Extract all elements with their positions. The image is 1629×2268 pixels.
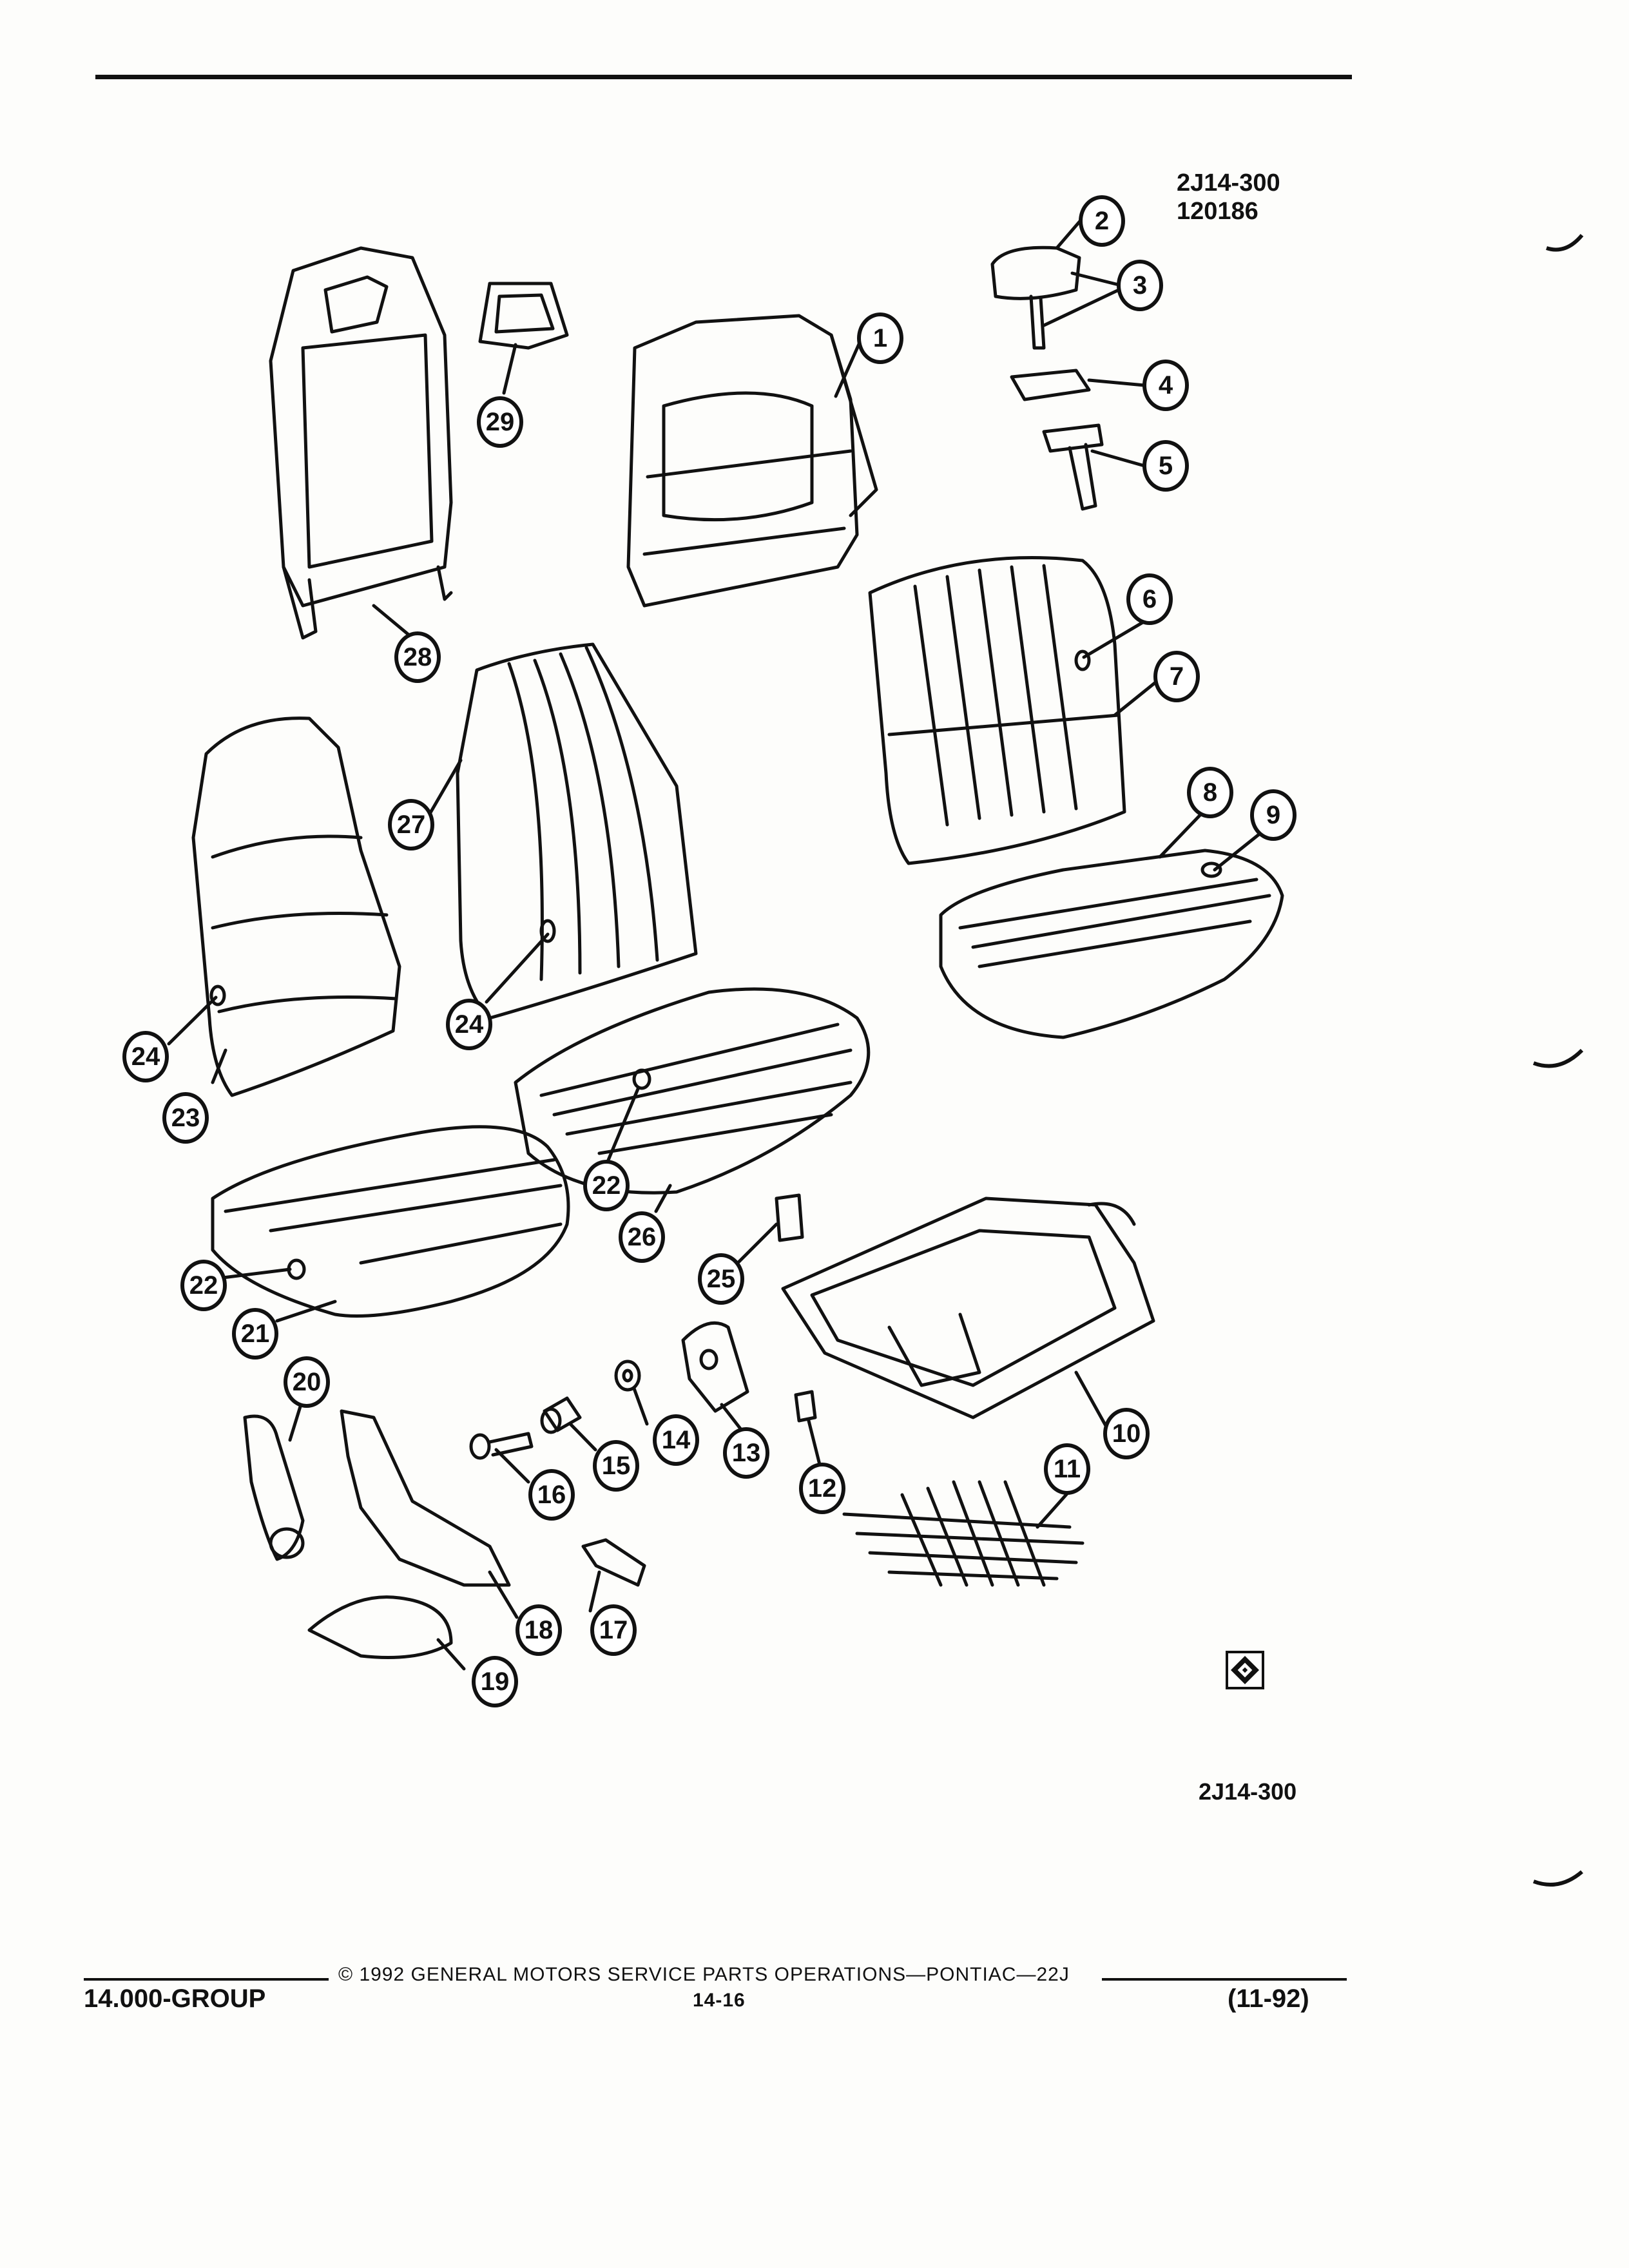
footer-group: 14.000-GROUP [84,1984,266,2013]
part-seat-cushion-left [211,1125,570,1318]
part-escutcheon [1010,369,1091,401]
part-seat-cushion-center [514,987,871,1195]
part-seatback-cover-left [191,716,401,1097]
part-seat-frame [781,1196,1155,1419]
callout-12: 12 [799,1463,845,1514]
callout-1: 1 [857,312,903,364]
part-recliner-bracket [340,1409,511,1587]
diagram-ref-code: 2J14-300 [1177,169,1280,197]
footer-rule-right [1102,1978,1347,1981]
part-seatback-panel [269,246,453,640]
callout-2: 2 [1079,195,1125,247]
callout-26: 26 [619,1211,665,1263]
callout-13: 13 [723,1427,769,1479]
callout-14: 14 [653,1414,699,1466]
callout-25: 25 [698,1253,744,1305]
callout-20: 20 [284,1356,330,1408]
top-rule [95,75,1352,79]
callout-24a: 24 [122,1031,169,1082]
part-recliner-handle [243,1414,305,1561]
leader-lines [167,218,1265,1671]
callout-8: 8 [1187,767,1233,818]
part-seatback-cover-right [868,556,1126,865]
diamond-grid-icon [1226,1651,1264,1689]
callout-5: 5 [1142,440,1189,492]
callout-10: 10 [1103,1408,1150,1459]
part-guide [1042,423,1104,511]
callout-15: 15 [593,1440,639,1492]
callout-9: 9 [1250,789,1296,841]
diagram-ref-number: 120186 [1177,198,1258,225]
callout-24b: 24 [446,999,492,1050]
callout-27: 27 [388,799,434,850]
callout-17: 17 [590,1604,637,1656]
part-trim-cover [307,1595,453,1659]
footer-date: (11-92) [1228,1984,1309,2013]
part-seatback-frame [626,314,878,608]
callout-3: 3 [1117,260,1163,311]
part-bushing [540,1396,582,1434]
part-small-clip [794,1390,817,1423]
part-headrest [990,245,1081,350]
callout-18: 18 [516,1604,562,1656]
callout-29: 29 [477,396,523,448]
callout-6: 6 [1126,573,1173,625]
part-seatback-cover-center [456,642,698,1020]
footer-copyright: © 1992 GENERAL MOTORS SERVICE PARTS OPER… [338,1964,1070,1985]
footer-rule-left [84,1978,329,1981]
part-bolt [469,1432,534,1460]
part-clip [775,1193,804,1242]
callout-11: 11 [1044,1443,1090,1495]
callout-7: 7 [1153,651,1200,702]
part-washer [614,1360,641,1392]
part-spring-grid [842,1480,1084,1587]
callout-19: 19 [472,1656,518,1707]
part-recliner-plate [681,1321,749,1413]
footer-page-number: 14-16 [693,1990,746,2011]
callout-22a: 22 [180,1260,227,1311]
callout-4: 4 [1142,360,1189,411]
callout-21: 21 [232,1308,278,1360]
callout-23: 23 [162,1092,209,1144]
callout-16: 16 [528,1469,575,1521]
diagram-ref-bottom: 2J14-300 [1199,1778,1297,1805]
callout-28: 28 [394,631,441,683]
callout-22b: 22 [583,1160,630,1211]
part-lever [581,1538,646,1587]
part-headrest-panel [478,282,569,350]
part-seat-cushion-right [939,849,1284,1039]
diagram-ref-top: 2J14-300 120186 [1177,169,1280,226]
